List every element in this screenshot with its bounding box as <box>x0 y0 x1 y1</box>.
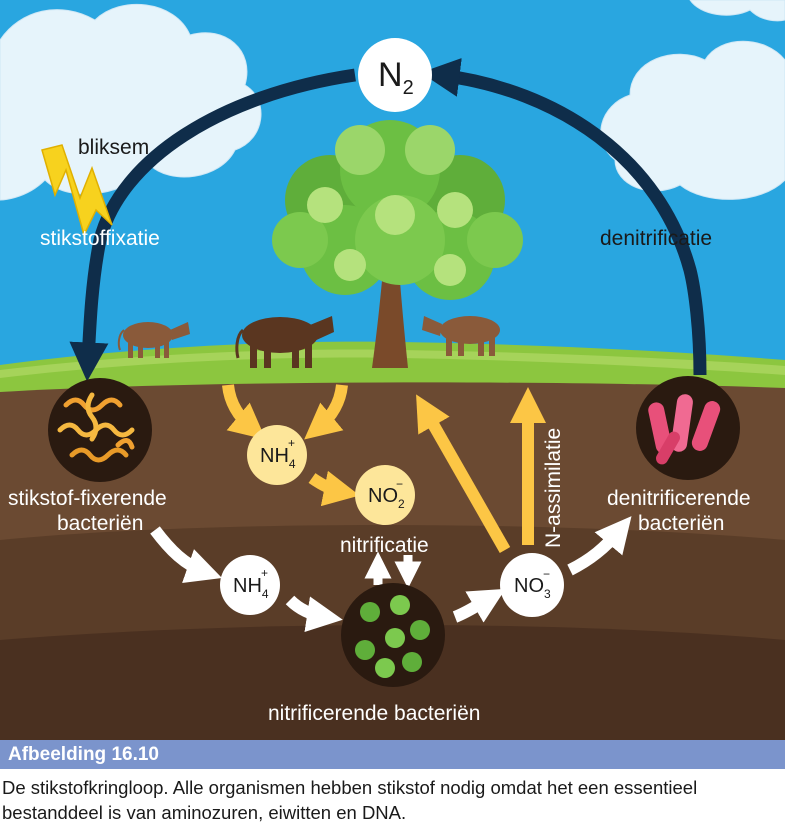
denitrifying-bacteria-label-1: denitrificerende <box>607 487 751 510</box>
nitrogen-cycle-diagram: N2 bliksem stikstoffixatie denitrificati… <box>0 0 785 740</box>
caption-bar: Afbeelding 16.10 <box>0 740 785 769</box>
no3-to-denitrifiers-arrow <box>567 516 632 576</box>
denitrification-label: denitrificatie <box>600 227 712 250</box>
fixers-to-nh4-arrow <box>150 526 222 584</box>
grass-highlight <box>0 349 785 378</box>
svg-text:−: − <box>396 477 403 491</box>
denitrification-arrow <box>420 58 707 376</box>
cow-right <box>422 316 500 356</box>
nh4-lower-node: NH4 + <box>220 555 280 615</box>
fixation-arrow <box>69 68 356 382</box>
svg-text:+: + <box>288 436 295 450</box>
denitrifying-bacteria-label-2: bacteriën <box>638 512 724 535</box>
n2-node <box>358 38 432 112</box>
caption-text: De stikstofkringloop. Alle organismen he… <box>2 777 698 823</box>
svg-text:NH4: NH4 <box>233 575 269 601</box>
fixing-bacteria-label-2: bacteriën <box>57 512 143 535</box>
cow-left <box>117 322 190 358</box>
fixing-bacteria-node <box>48 378 152 482</box>
cloud-left <box>0 3 262 201</box>
tree <box>272 120 523 368</box>
nh4-to-bacteria-arrow <box>285 595 343 633</box>
svg-text:+: + <box>261 566 268 580</box>
caption-title: Afbeelding 16.10 <box>8 744 159 765</box>
n-assimilation-label: N-assimilatie <box>542 428 565 548</box>
no2-node: NO2 − <box>355 465 415 525</box>
no3-node: NO3 − <box>500 553 564 617</box>
manure-arrow-right <box>304 384 348 440</box>
no3-to-tree-arrow <box>416 394 511 553</box>
svg-text:NH4: NH4 <box>260 445 296 471</box>
cloud-right <box>600 0 785 200</box>
svg-text:NO3: NO3 <box>514 575 551 601</box>
svg-text:−: − <box>543 567 550 581</box>
nitrifying-bacteria-label: nitrificerende bacteriën <box>268 702 480 725</box>
svg-text:N2: N2 <box>378 56 414 99</box>
nitrifying-bacteria-node <box>341 583 445 687</box>
nh4-to-no2-arrow <box>308 470 360 507</box>
nitrification-label: nitrificatie <box>340 534 429 557</box>
nh4-upper-node: NH4 + <box>247 425 307 485</box>
fixing-bacteria-label-1: stikstof-fixerende <box>8 487 167 510</box>
lightning-label: bliksem <box>78 136 149 159</box>
cow-middle <box>235 316 334 368</box>
manure-arrow-left <box>222 384 266 440</box>
svg-text:NO2: NO2 <box>368 485 405 511</box>
denitrifying-bacteria-node <box>636 376 740 480</box>
lightning-icon <box>41 144 113 238</box>
bacteria-to-no3-arrow <box>452 588 506 623</box>
fixation-label: stikstoffixatie <box>40 227 160 250</box>
